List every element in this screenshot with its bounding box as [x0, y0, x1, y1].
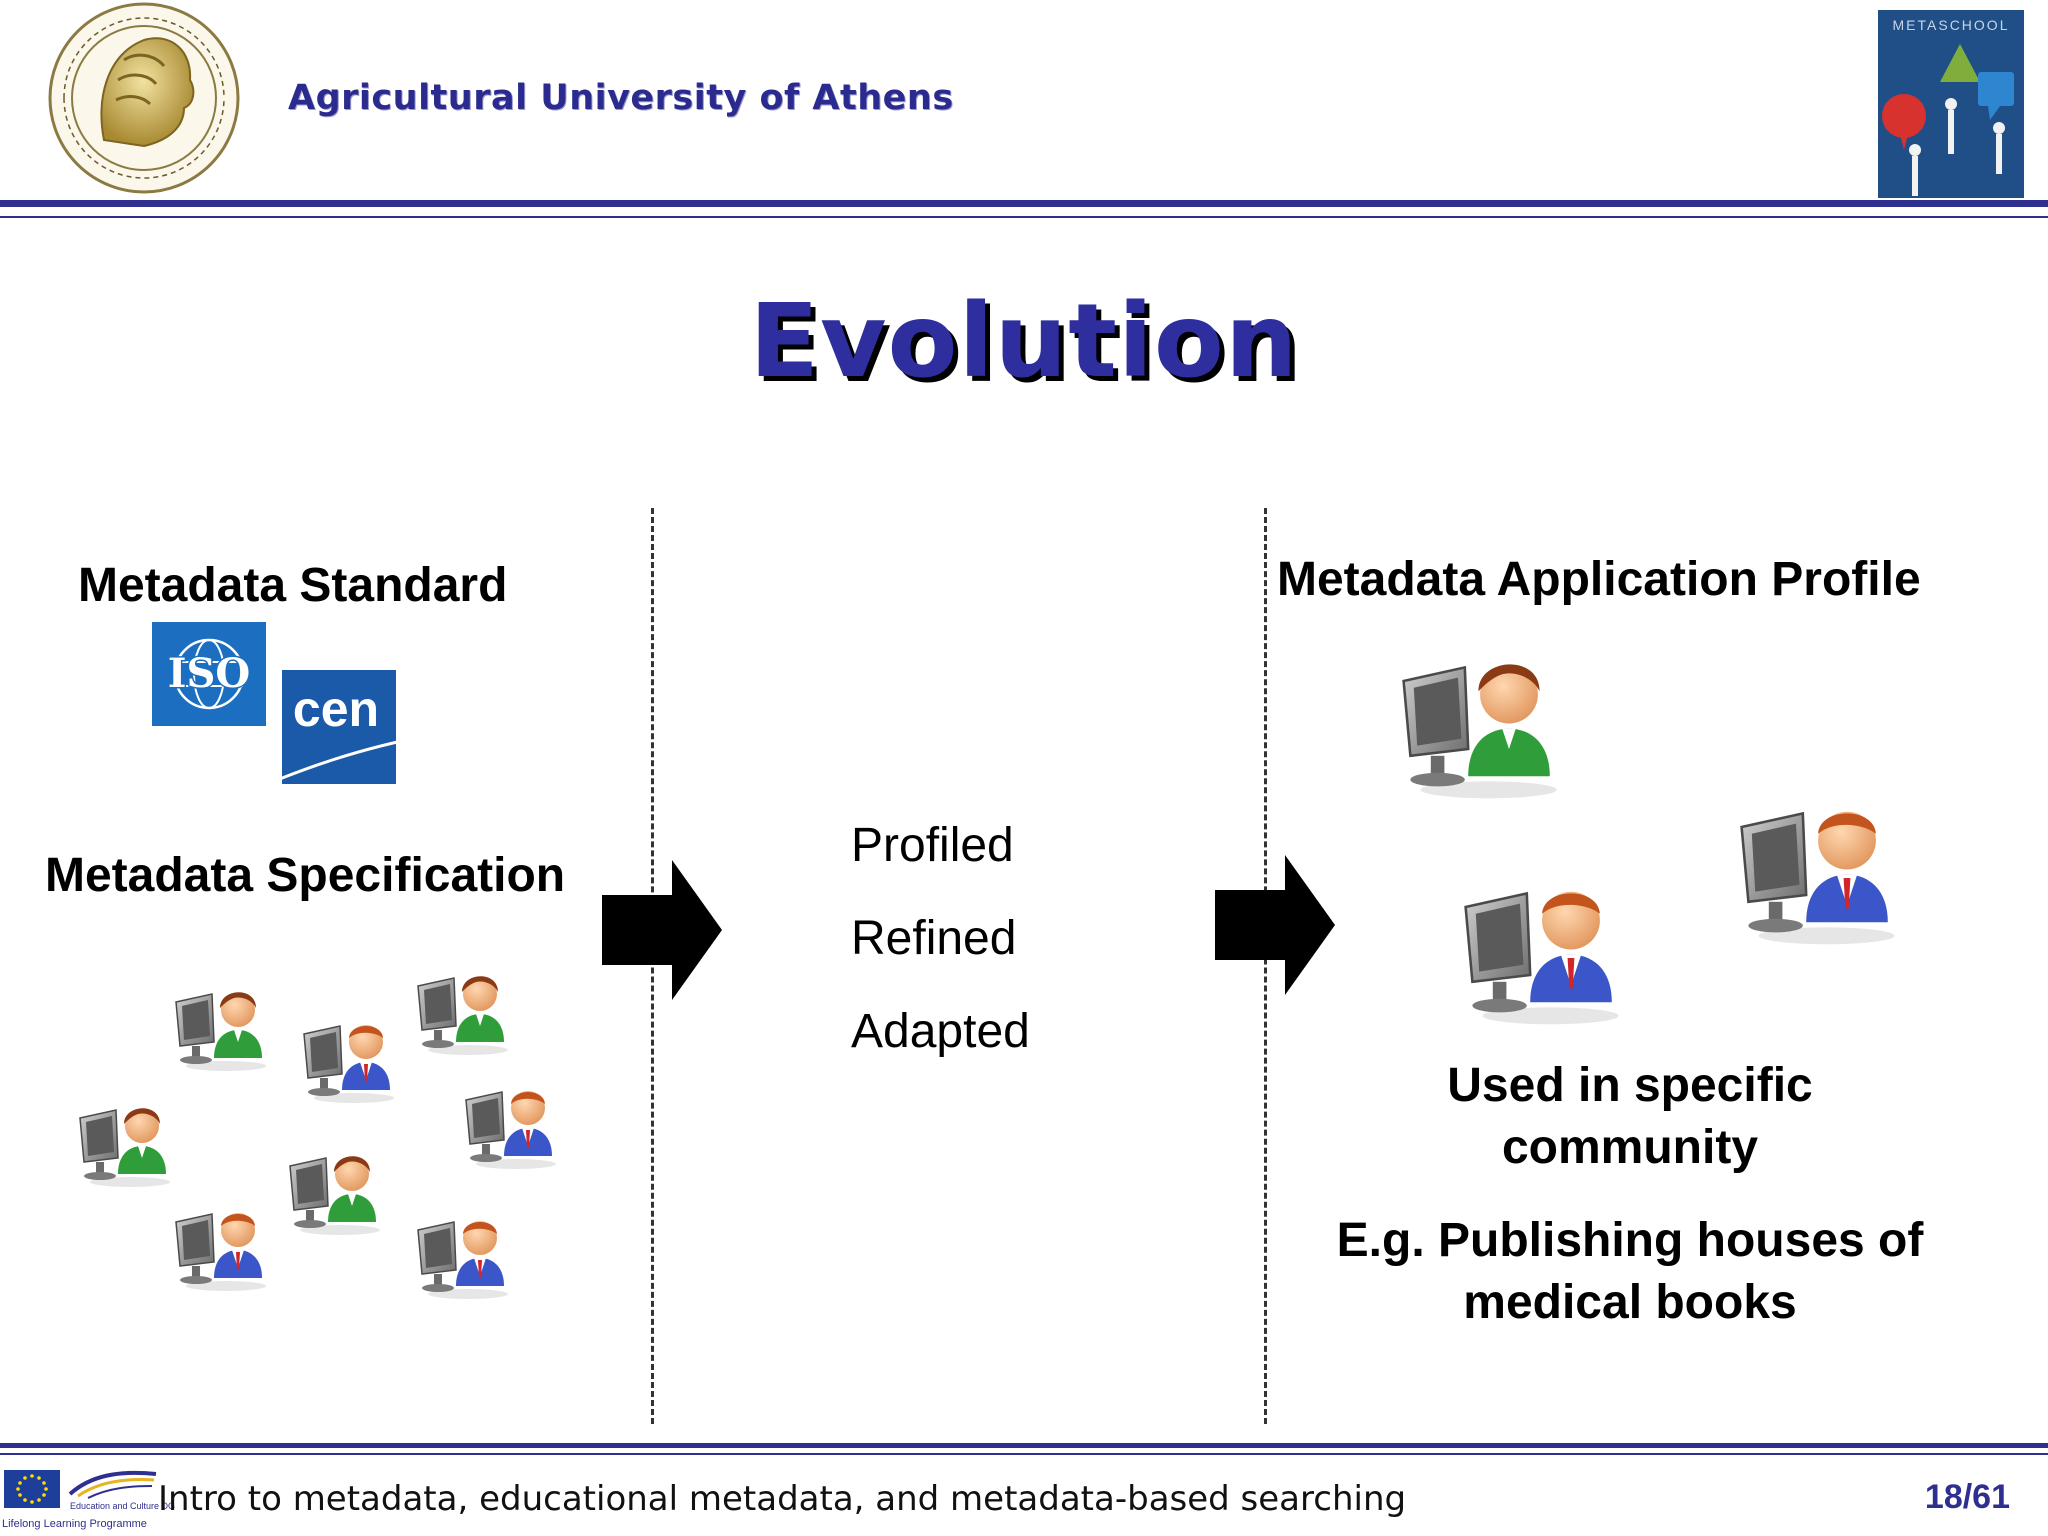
user-female-icon [72, 1088, 172, 1188]
user-male-icon [410, 1200, 510, 1300]
eu-flag-icon [4, 1470, 60, 1508]
right-arrow-icon [1215, 855, 1335, 995]
community-text: Used in specific community [1447, 1059, 1813, 1174]
course-title: Intro to metadata, educational metadata,… [158, 1479, 1407, 1519]
user-male-icon [168, 1192, 268, 1292]
footer-rule-thin [0, 1453, 2048, 1455]
cen-logo: cen [282, 670, 396, 784]
metaschool-logo: METASCHOOL [1878, 10, 2024, 198]
header-rule [0, 200, 2048, 207]
process-term: Adapted [851, 1005, 1030, 1058]
iso-logo: ISO [152, 622, 266, 726]
specification-heading: Metadata Specification [45, 849, 566, 902]
iso-logo-text: ISO [168, 650, 250, 697]
university-seal-icon [48, 2, 240, 194]
cen-logo-text: cen [293, 681, 379, 737]
programme-label: Lifelong Learning Programme [2, 1518, 147, 1530]
application-profile-heading: Metadata Application Profile [1277, 553, 1921, 606]
column-divider-right [1264, 508, 1267, 1424]
lifelong-learning-logo [68, 1470, 157, 1499]
programme-dg-label: Education and Culture DG [70, 1501, 176, 1511]
institution-name: Agricultural University of Athens [288, 78, 954, 118]
user-male-icon [1728, 776, 1898, 946]
user-female-icon [410, 956, 510, 1056]
user-male-icon [458, 1070, 558, 1170]
right-arrow-icon [602, 860, 722, 1000]
slide-title: Evolution [749, 282, 1299, 401]
footer-rule [0, 1443, 2048, 1448]
metaschool-logo-text: METASCHOOL [1893, 17, 2010, 33]
process-term: Refined [851, 912, 1017, 965]
user-female-icon [168, 972, 268, 1072]
column-divider-left [651, 508, 654, 1424]
process-term: Profiled [851, 819, 1014, 872]
user-male-icon [296, 1004, 396, 1104]
page-number: 18/61 [1924, 1478, 2010, 1516]
user-female-icon [282, 1136, 382, 1236]
user-female-icon [1390, 630, 1560, 800]
standard-heading: Metadata Standard [78, 559, 508, 612]
header-rule-thin [0, 216, 2048, 218]
example-text: E.g. Publishing houses of medical books [1336, 1214, 1924, 1329]
user-male-icon [1452, 856, 1622, 1026]
